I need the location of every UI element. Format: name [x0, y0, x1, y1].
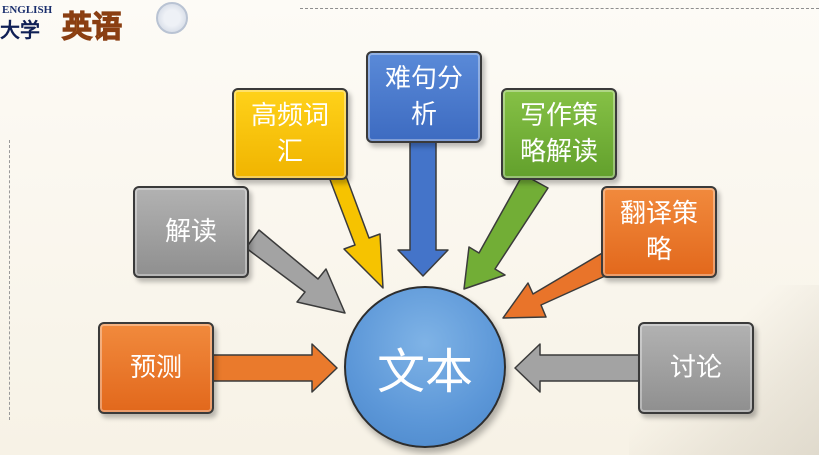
node-fanyi-label: 翻译策略 [619, 199, 698, 265]
node-xiezuo: 写作策略解读 [501, 88, 617, 180]
node-xiezuo-label: 写作策略解读 [519, 101, 598, 167]
node-nanju: 难句分析 [366, 51, 482, 143]
arrow-xiezuo [463, 175, 549, 290]
node-taolun-label: 讨论 [669, 353, 722, 383]
node-fanyi: 翻译策略 [601, 186, 717, 278]
college-english-logo: ENGLISH 大学 英语 [0, 0, 190, 46]
node-nanju-label: 难句分析 [384, 64, 463, 130]
node-yuce: 预测 [98, 322, 214, 414]
arrow-jiedu [245, 229, 346, 314]
left-dashed-rule [9, 140, 10, 420]
center-node-label: 文本 [376, 344, 473, 400]
node-gaopin: 高频词汇 [232, 88, 348, 180]
center-node-wenben: 文本 [344, 286, 506, 448]
top-dashed-rule [300, 8, 819, 9]
arrow-taolun [514, 343, 641, 393]
node-gaopin-label: 高频词汇 [250, 101, 329, 167]
arrow-yuce [212, 343, 338, 393]
arrow-gaopin [318, 167, 384, 289]
logo-english-text: ENGLISH [2, 4, 53, 16]
node-yuce-label: 预测 [129, 353, 182, 383]
logo-yingyu-text: 英语 [61, 9, 122, 45]
node-jiedu: 解读 [133, 186, 249, 278]
logo-seal-icon [156, 2, 188, 34]
node-taolun: 讨论 [638, 322, 754, 414]
node-jiedu-label: 解读 [164, 217, 217, 247]
logo-daxue-text: 大学 [0, 18, 40, 42]
arrow-fanyi [502, 251, 615, 319]
arrow-nanju [397, 139, 449, 277]
